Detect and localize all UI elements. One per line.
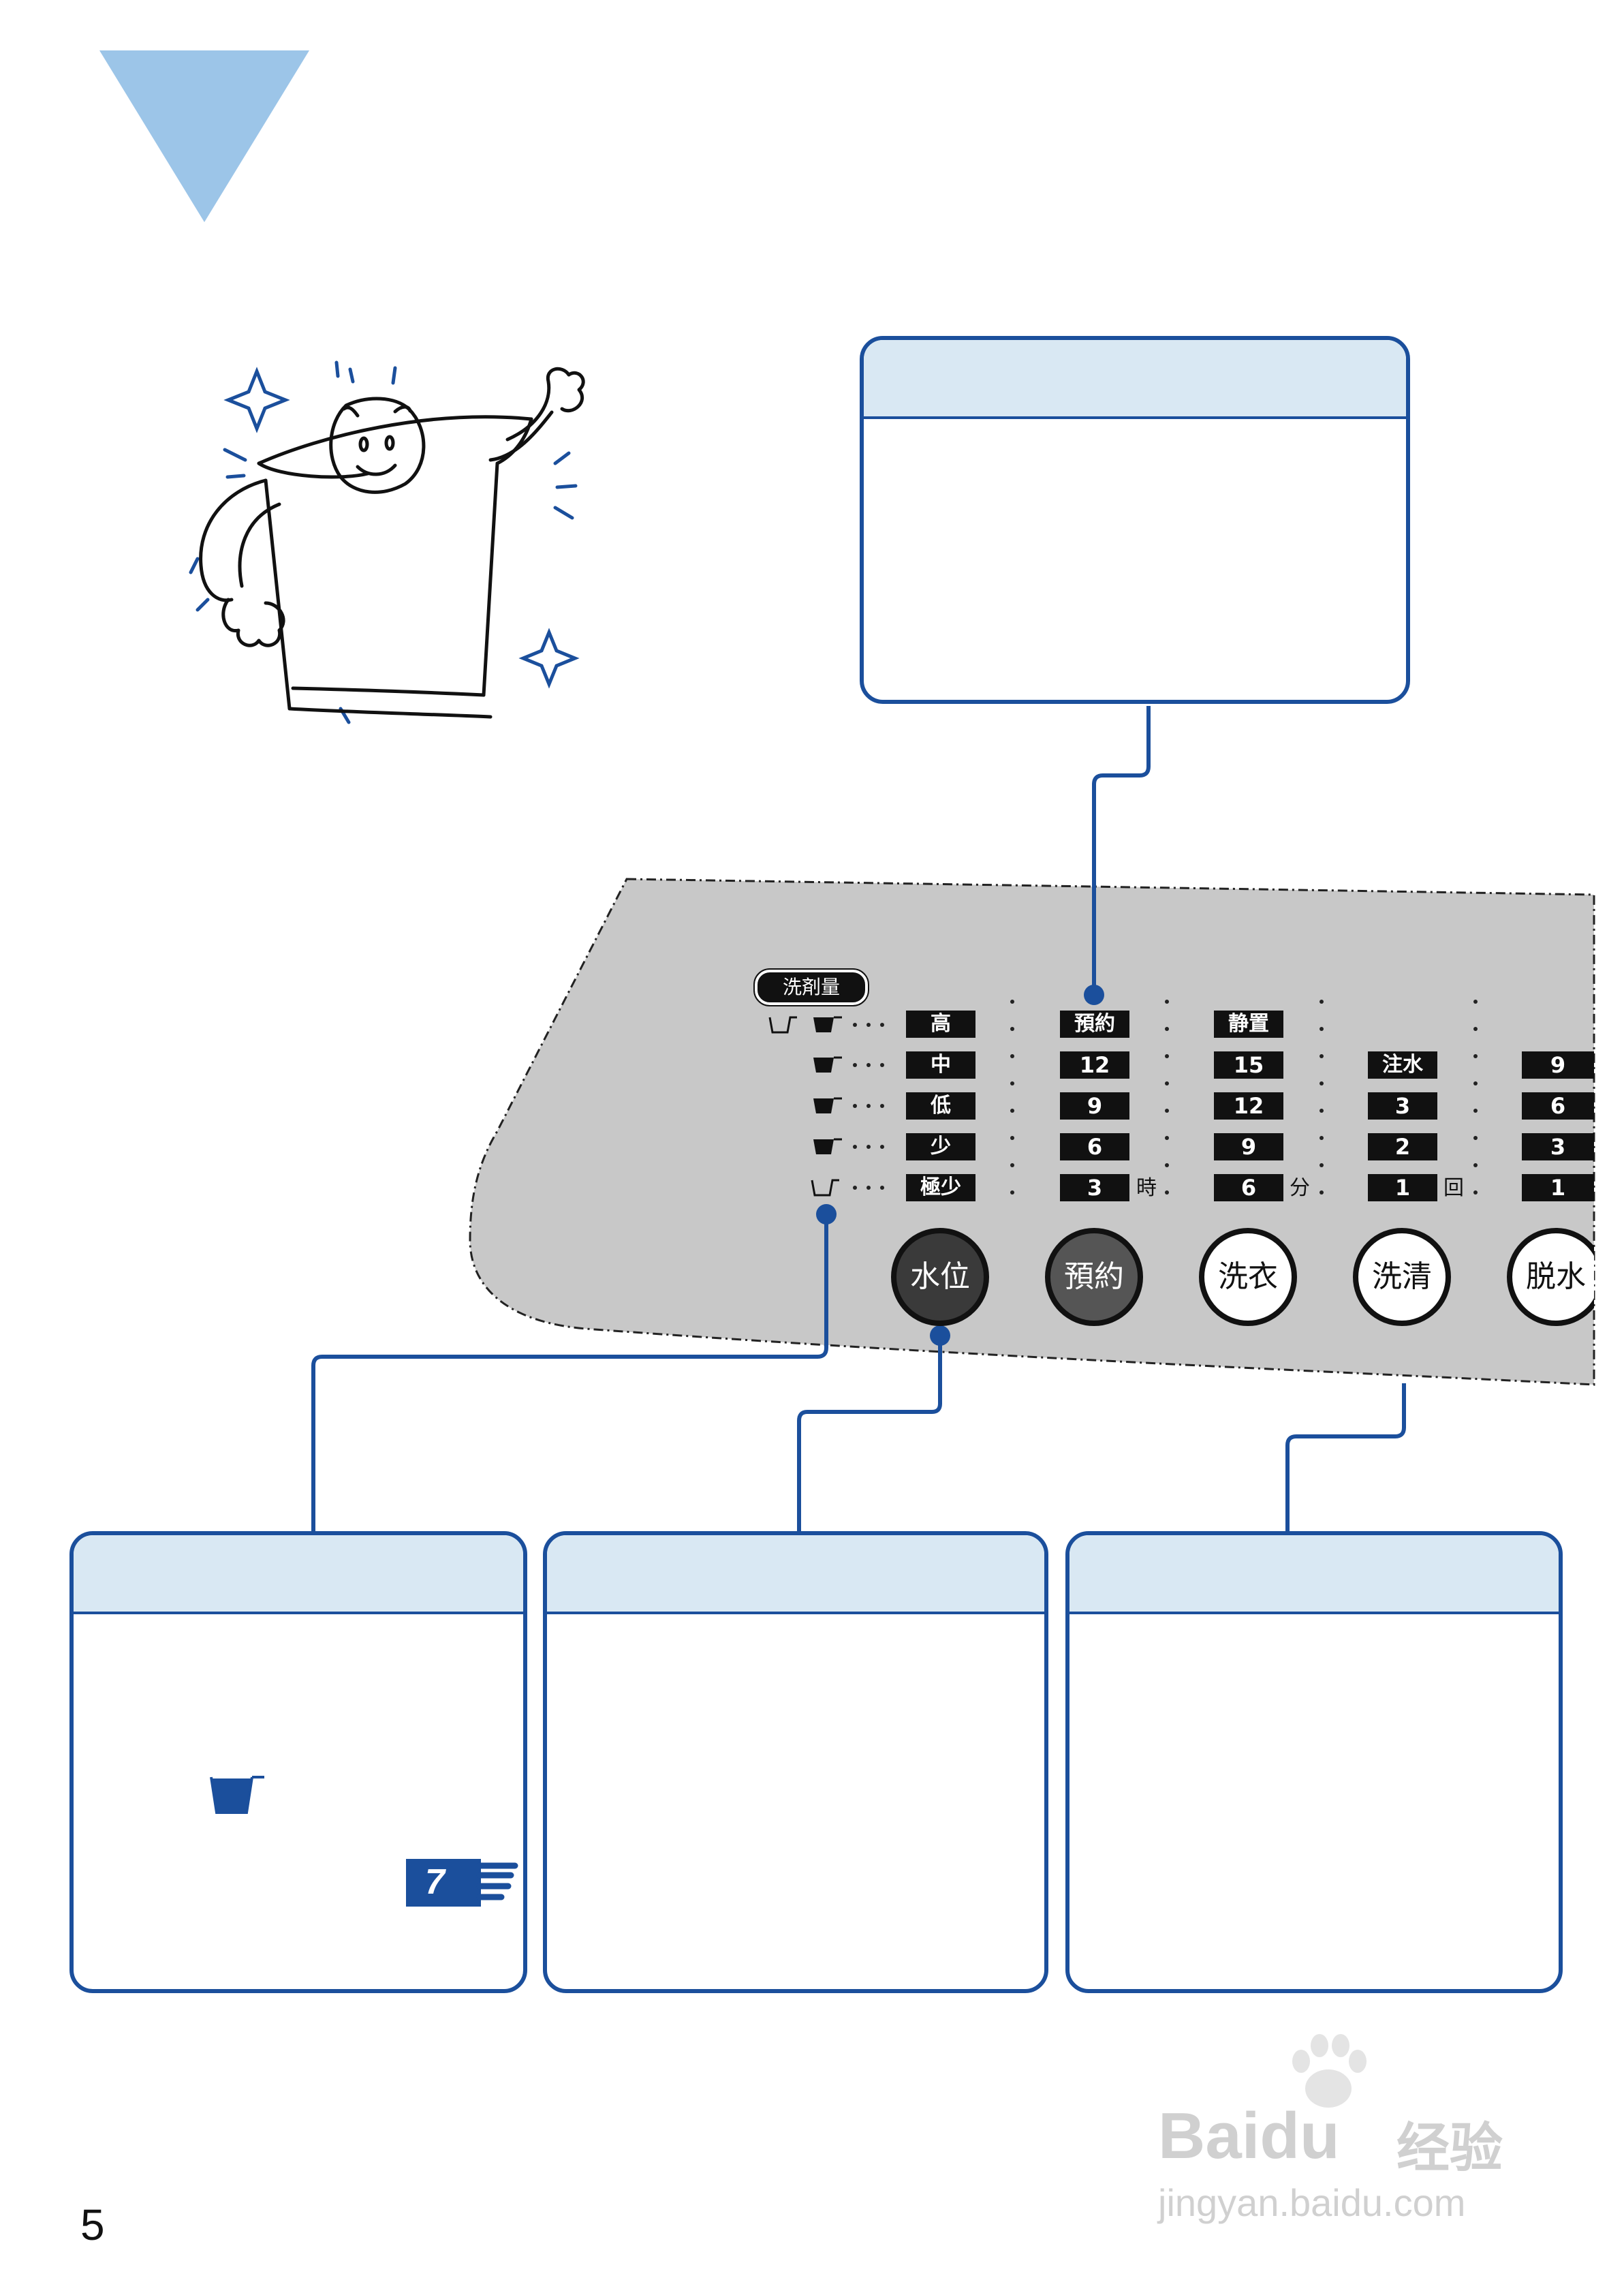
rinse-value: 2 bbox=[1368, 1133, 1437, 1160]
paw-logo-icon bbox=[1292, 2034, 1367, 2108]
detergent-cup-icon bbox=[210, 1776, 264, 1814]
spin-value: 6 bbox=[1522, 1092, 1594, 1120]
spin-value: 3 bbox=[1522, 1133, 1594, 1160]
wash-button[interactable]: 洗衣 bbox=[1199, 1228, 1297, 1326]
callout-course-buttons bbox=[1065, 1531, 1563, 1993]
spin-button-clip: 脱水 bbox=[1507, 1228, 1594, 1326]
reserve-value: 3 bbox=[1060, 1174, 1129, 1201]
watermark-service: 经验 bbox=[1396, 2118, 1503, 2178]
detergent-label: 洗剤量 bbox=[753, 968, 869, 1006]
rinse-unit: 回 bbox=[1443, 1176, 1464, 1200]
spin-button[interactable]: 脱水 bbox=[1507, 1228, 1594, 1326]
wash-value: 12 bbox=[1214, 1092, 1283, 1120]
spin-value: 9 bbox=[1522, 1051, 1594, 1079]
rinse-value: 1 bbox=[1368, 1174, 1437, 1201]
water-level-label: 高 bbox=[906, 1011, 975, 1038]
rinse-button[interactable]: 洗清 bbox=[1353, 1228, 1451, 1326]
watermark-url: jingyan.baidu.com bbox=[1158, 2181, 1466, 2224]
callout-detergent: 7 bbox=[69, 1531, 527, 1993]
reserve-value: 6 bbox=[1060, 1133, 1129, 1160]
water-level-button[interactable]: 水位 bbox=[891, 1228, 989, 1326]
page-reference-badge: 7 bbox=[406, 1859, 519, 1907]
water-level-label: 低 bbox=[906, 1092, 975, 1120]
wash-unit: 分 bbox=[1290, 1176, 1310, 1200]
wash-header: 静置 bbox=[1214, 1011, 1283, 1038]
water-level-label: 中 bbox=[906, 1051, 975, 1079]
corner-triangle bbox=[99, 50, 309, 222]
callout-reservation bbox=[860, 336, 1410, 704]
reserve-value: 9 bbox=[1060, 1092, 1129, 1120]
water-level-label: 少 bbox=[906, 1133, 975, 1160]
callout-header bbox=[547, 1535, 1044, 1614]
reserve-button[interactable]: 預約 bbox=[1045, 1228, 1143, 1326]
page-reference-number: 7 bbox=[425, 1862, 445, 1902]
reserve-header: 預約 bbox=[1060, 1011, 1129, 1038]
wash-value: 6 bbox=[1214, 1174, 1283, 1201]
page-number: 5 bbox=[80, 2200, 105, 2249]
spin-value: 1 bbox=[1522, 1174, 1594, 1201]
callout-header bbox=[864, 340, 1406, 419]
callout-header bbox=[1069, 1535, 1559, 1614]
reserve-value: 12 bbox=[1060, 1051, 1129, 1079]
water-level-label: 極少 bbox=[906, 1174, 975, 1201]
callout-header bbox=[74, 1535, 523, 1614]
mascot-illustration bbox=[189, 360, 585, 724]
callout-water-level bbox=[543, 1531, 1048, 1993]
rinse-value: 3 bbox=[1368, 1092, 1437, 1120]
rinse-header: 注水 bbox=[1368, 1051, 1437, 1079]
wash-value: 9 bbox=[1214, 1133, 1283, 1160]
detergent-marks bbox=[768, 1016, 884, 1197]
wash-value: 15 bbox=[1214, 1051, 1283, 1079]
watermark-brand: Baidu bbox=[1158, 2099, 1340, 2172]
reserve-unit: 時 bbox=[1136, 1176, 1157, 1200]
